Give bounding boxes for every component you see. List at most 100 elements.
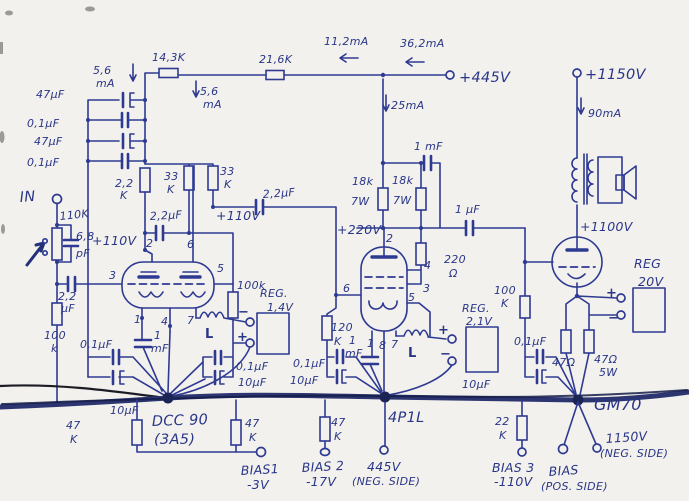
resistor-100k-b [519,295,531,319]
label-t2-pin5: 5 [408,291,415,304]
filament-bus [0,384,689,410]
bias-terminals: 47 K 47 K 47 K 22 K DCC 90 (3A5) 4P1L GM… [66,395,668,493]
label-t1-pin4: 4 [161,315,168,328]
label-t2-pin2: 2 [386,232,393,245]
label-tube1-type: (3A5) [154,432,195,448]
label-bias1-v: -3V [247,477,270,492]
label-47k-c: 47 [331,416,346,429]
cap-bracket [129,92,135,149]
label-90ma: 90mA [588,107,621,120]
label-47ohm-a: 47Ω [552,356,576,369]
terminal-1150v [572,68,582,78]
label-1mf-a: 1 [154,329,161,342]
label-01uf-e: 0,1µF [293,357,326,370]
label-1150v: +1150V [585,67,647,83]
label-01uf-c: 0,1µF [80,338,113,351]
label-t2-pin6: 6 [343,282,350,295]
label-2u2-in: 2,2 [58,290,76,303]
label-1100v: +1100V [580,219,634,234]
terminal-bias3 [517,447,527,457]
resistor-220ohm [415,242,427,266]
label-bias2-v: -17V [306,474,337,489]
terminal-bias1 [255,446,267,458]
tube-4p1l: 2 6 4 3 5 1 8 7 [343,227,431,393]
label-1mf-a-unit: mF [151,342,169,355]
label-100k-b-unit: K [501,297,509,310]
label-t1-pin7: 7 [187,314,194,327]
label-18k-a-w: 7W [351,195,370,208]
label-18k-a: 18k [352,175,374,188]
reg2-plus-terminal [447,334,457,344]
label-47uf-b: 47µF [34,135,63,148]
label-2u2-b: 2,2µF [262,186,296,201]
label-1mf-top: 1 mF [414,140,443,153]
resistor-100k-input [51,302,63,326]
label-choke1: L [205,327,214,342]
label-5ma6-a-unit: mA [96,77,115,90]
tube-dcc90: 2 6 3 5 1 4 7 [109,165,234,341]
decoupling-caps: 47µF 0,1µF 47µF 0,1µF [27,88,147,378]
label-10uf-a: 10µF [110,404,139,417]
down-arrow-icon [129,63,137,82]
label-01uf-b: 0,1µF [27,156,60,169]
resistor-33k-a [183,165,195,191]
label-120k-unit: K [334,335,342,348]
label-1150-neg: 1150V [605,428,649,446]
label-tube3-name: GM70 [594,395,642,414]
label-33k-a-unit: K [167,183,175,196]
terminal-bias2 [319,447,331,457]
label-reg3-plus: + [606,286,617,301]
label-47k-a-unit: K [70,433,78,446]
label-reg2-minus: − [440,347,451,362]
cap-1mf-b [360,355,380,366]
reg2-minus-terminal [447,356,457,366]
down-arrow-icon [192,80,200,98]
cap-2u2-input [66,275,77,293]
label-33k-b: 33 [220,165,235,178]
label-47k-b-unit: K [249,431,257,444]
label-11ma2: 11,2mA [324,35,369,48]
label-t2-pin8: 8 [379,339,386,352]
label-18k-b-w: 7W [393,194,412,207]
label-5ma6-a: 5,6 [93,64,111,77]
stage1-anode-network: 2,2 K 33 K 33 K 2,2µF +110V +110V 2,2µF [92,163,362,297]
down-arrow-icon [382,94,390,112]
label-t2-pin7: 7 [391,338,398,351]
secondary-winding [587,159,594,197]
label-reg1-minus: − [238,305,249,320]
label-220ohm: 220 [444,253,466,266]
label-reg3-minus: − [608,311,619,326]
resistor-47k-a [131,419,143,446]
label-2k2: 2,2 [115,177,133,190]
label-reg1-v: 1,4V [267,301,294,314]
b-plus-rail: 14,3K 21,6K +445V +1150V [144,51,647,165]
label-10uf-d: 10µF [462,378,491,391]
resistor-22k [516,415,528,441]
label-bias1: BIAS1 [240,461,279,478]
label-reg1: REG. [260,287,288,300]
label-100k-in-unit: k [51,342,58,355]
input-section: IN 110K 6,8 pF 2,2 µF 100 k [19,189,123,403]
label-2k2-unit: K [120,189,128,202]
cap-6p8pf [62,238,80,248]
label-110k: 110K [59,207,90,223]
label-t2-pin1: 1 [367,337,374,350]
terminal-input [51,193,63,205]
left-arrow-icon [405,57,425,67]
primary-winding [571,157,578,203]
star-node-4p1l [379,391,391,403]
label-22k: 22 [495,415,510,428]
label-22k-unit: K [499,429,507,442]
scan-artifacts [0,6,95,234]
label-2u2-a: 2,2µF [149,208,182,223]
label-445-neg-side: (NEG. SIDE) [352,475,420,488]
label-47k-b: 47 [245,417,260,430]
terminal-445-neg [379,445,389,455]
filament [138,291,206,298]
grid-dashes [364,276,404,289]
label-01uf-f: 0,1µF [514,335,547,348]
reg-2v1-box [465,326,499,373]
label-choke2: L [408,346,417,361]
label-bias3-v: -110V [494,474,534,489]
